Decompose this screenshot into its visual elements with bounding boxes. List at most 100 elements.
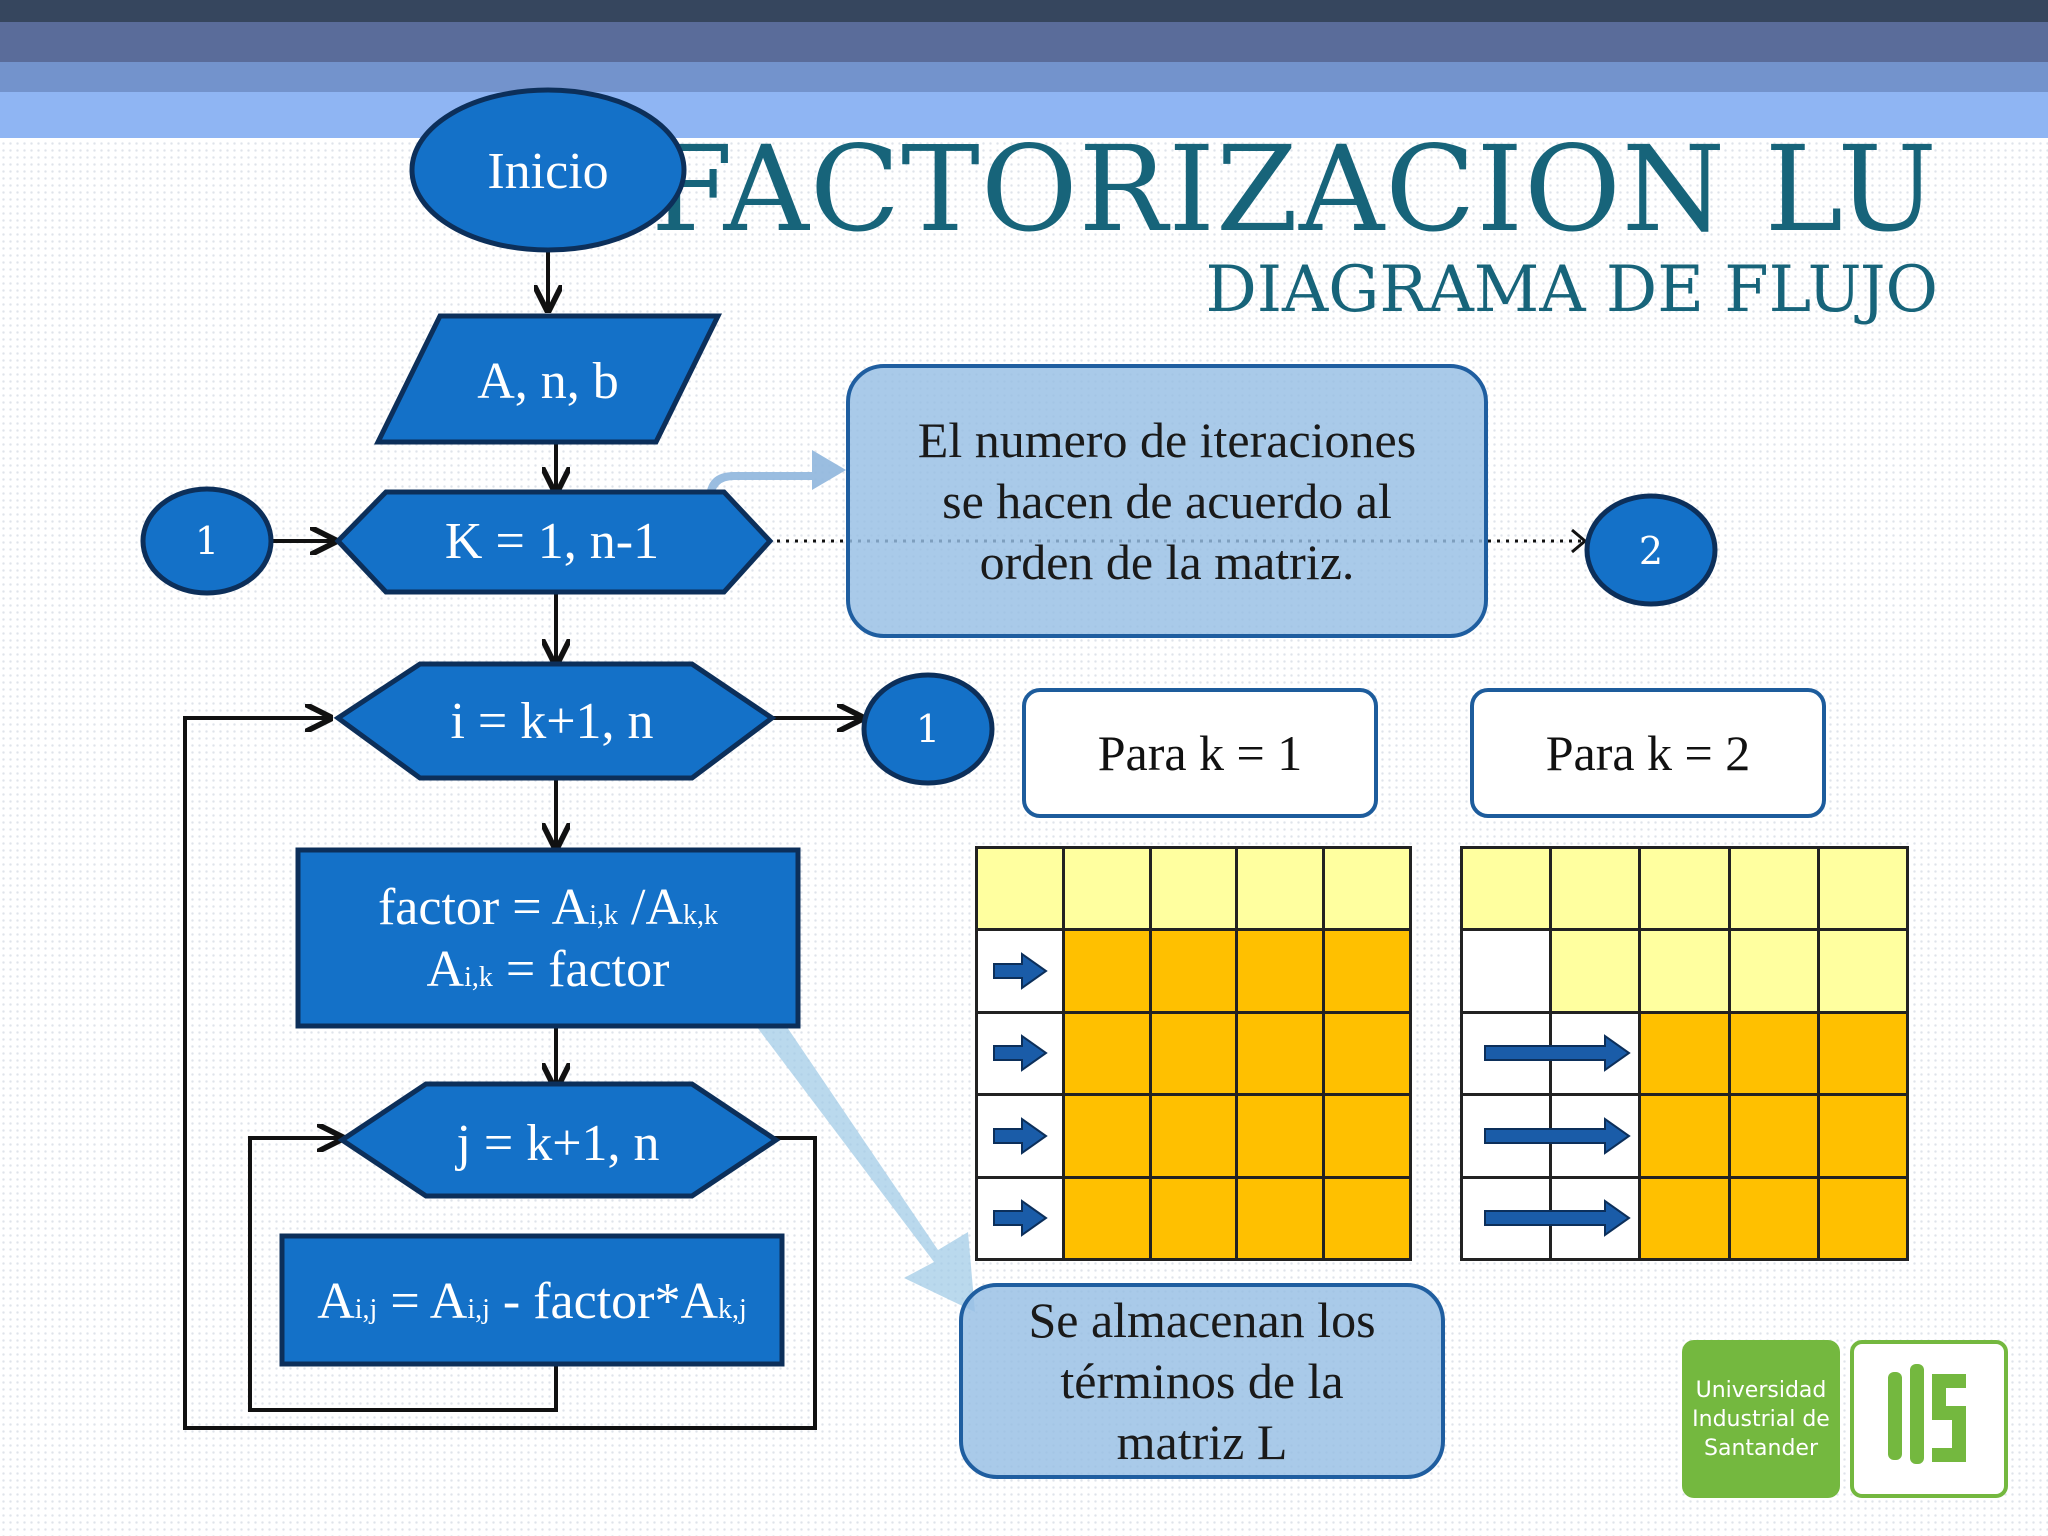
- matrix-cell: [1641, 1096, 1731, 1179]
- matrix-cell: [1641, 931, 1731, 1014]
- matrix-cell: [1238, 1013, 1326, 1097]
- label-k2: Para k = 2: [1470, 688, 1826, 818]
- matrix-cell: [1151, 1178, 1239, 1261]
- dotted-arrowhead: [1571, 528, 1588, 554]
- loop-back-j: [248, 1138, 558, 1412]
- matrix-cell: [978, 849, 1065, 932]
- note-storage-line-3: matriz L: [1116, 1413, 1288, 1470]
- loop-i-hexagon: i = k+1, n: [333, 661, 777, 781]
- start-label: Inicio: [487, 143, 608, 200]
- matrix-cell: [1238, 931, 1326, 1014]
- matrix-cell: [1238, 1178, 1326, 1261]
- matrix-cell: [1064, 1096, 1152, 1179]
- connector-i-exit-label: 1: [916, 707, 940, 751]
- input-parallelogram: A, n, b: [373, 313, 723, 445]
- header-band-dark: [0, 0, 2048, 22]
- callout-arrow-storage: [690, 940, 975, 1312]
- note-iterations-line-2: se hacen de acuerdo al: [942, 472, 1392, 529]
- matrix-cell: [1641, 1013, 1731, 1097]
- loop-j-hexagon: j = k+1, n: [337, 1081, 781, 1199]
- note-iterations: El numero de iteraciones se hacen de acu…: [846, 364, 1488, 638]
- matrix-cell: [978, 1096, 1065, 1179]
- flow-connectors: [183, 252, 862, 1430]
- loop-back-i: [183, 718, 817, 1430]
- matrix-cell: [1552, 849, 1642, 932]
- matrix-cell: [1641, 1178, 1731, 1261]
- matrix-cell: [1151, 931, 1239, 1014]
- connector-in-label: 1: [195, 519, 219, 563]
- matrix-cell: [1325, 931, 1412, 1014]
- note-storage-line-2: términos de la: [1060, 1352, 1344, 1409]
- matrix-cell: [1463, 1096, 1631, 1179]
- matrix-cell: [1151, 1013, 1239, 1097]
- matrix-cell: [1730, 1013, 1820, 1097]
- logo-line-1: Universidad: [1695, 1377, 1827, 1403]
- note-storage-line-1: Se almacenan los: [1028, 1291, 1376, 1348]
- matrix-cell: [1730, 1096, 1820, 1179]
- header-band-light: [0, 62, 2048, 92]
- matrix-cell: [1064, 931, 1152, 1014]
- loop-k-label: K = 1, n-1: [445, 513, 659, 570]
- header-band-lightest: [0, 92, 2048, 138]
- matrix-cell: [1641, 849, 1731, 932]
- matrix-cell: [1463, 931, 1553, 1014]
- factor-line-2: Ai,k = factor: [427, 941, 670, 998]
- logo-line-2: Industrial de: [1692, 1406, 1830, 1432]
- matrix-cell: [1730, 1178, 1820, 1261]
- header-band-mid: [0, 22, 2048, 62]
- matrix-grid-k1: [975, 846, 1412, 1261]
- loop-k-hexagon: K = 1, n-1: [334, 489, 774, 595]
- matrix-cell: [1463, 1178, 1631, 1261]
- row-arrow-icon: [992, 950, 1048, 992]
- connector-k-exit-label: 2: [1639, 529, 1663, 573]
- note-iterations-line-3: orden de la matriz.: [979, 533, 1355, 590]
- matrix-cell: [1238, 1096, 1326, 1179]
- logo-line-3: Santander: [1704, 1435, 1818, 1461]
- matrix-cell: [1064, 1013, 1152, 1097]
- matrix-cell: [1819, 931, 1909, 1014]
- callout-arrow-iterations: [706, 450, 846, 540]
- matrix-cell: [1238, 849, 1326, 932]
- label-k1: Para k = 1: [1022, 688, 1378, 818]
- matrix-cell: [1463, 849, 1553, 932]
- matrix-cell: [978, 1013, 1065, 1097]
- matrix-cell: [1730, 849, 1820, 932]
- matrix-cell: [1325, 1096, 1412, 1179]
- university-logo-mark: [1850, 1340, 2008, 1498]
- matrix-cell: [1325, 849, 1412, 932]
- start-terminal: Inicio: [409, 87, 687, 253]
- uis-logo-icon: [1888, 1364, 1966, 1464]
- factor-line-1: factor = Ai,k /Ak,k: [378, 879, 718, 936]
- matrix-cell: [1064, 849, 1152, 932]
- matrix-cell: [1064, 1178, 1152, 1261]
- update-process-box: Ai,j = Ai,j - factor*Ak,j: [279, 1233, 785, 1367]
- matrix-cell: [1151, 1096, 1239, 1179]
- update-formula: Ai,j = Ai,j - factor*Ak,j: [317, 1273, 747, 1330]
- row-arrow-icon: [1483, 1197, 1631, 1239]
- matrix-cell: [1819, 1096, 1909, 1179]
- matrix-cell: [1151, 849, 1239, 932]
- loop-i-label: i = k+1, n: [450, 693, 653, 750]
- loop-j-label: j = k+1, n: [454, 1115, 659, 1172]
- note-iterations-line-1: El numero de iteraciones: [917, 411, 1417, 468]
- connector-in-1: 1: [140, 486, 274, 596]
- matrix-cell: [1325, 1013, 1412, 1097]
- matrix-cell: [1463, 1013, 1631, 1097]
- matrix-cell: [978, 931, 1065, 1014]
- connector-k-exit-2: 2: [1584, 493, 1718, 607]
- slide-subtitle: DIAGRAMA DE FLUJO: [1205, 253, 1938, 327]
- row-arrow-icon: [992, 1197, 1048, 1239]
- note-storage: Se almacenan los términos de la matriz L: [959, 1283, 1445, 1479]
- row-arrow-icon: [1483, 1115, 1631, 1157]
- slide-title: FACTORIZACION LU: [651, 120, 1938, 258]
- matrix-cell: [1819, 1178, 1909, 1261]
- matrix-cell: [1730, 931, 1820, 1014]
- row-arrow-icon: [1483, 1032, 1631, 1074]
- matrix-grid-k2: [1460, 846, 1909, 1261]
- matrix-cell: [1819, 1013, 1909, 1097]
- row-arrow-icon: [992, 1032, 1048, 1074]
- matrix-cell: [978, 1178, 1065, 1261]
- factor-process-box: factor = Ai,k /Ak,k Ai,k = factor: [295, 847, 801, 1029]
- university-logo-text: Universidad Industrial de Santander: [1682, 1340, 1840, 1498]
